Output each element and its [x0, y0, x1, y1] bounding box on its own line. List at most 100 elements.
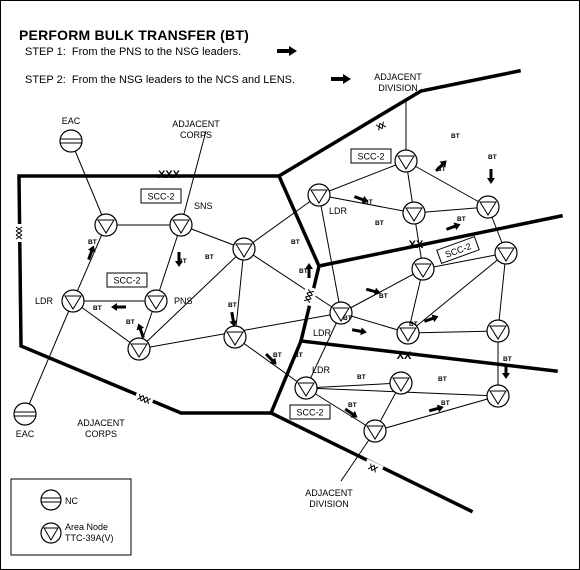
bt-label-16: BT	[357, 374, 366, 381]
bt-label-20: BT	[441, 400, 450, 407]
link-35	[305, 387, 376, 432]
label-eac-top: EAC	[62, 116, 81, 126]
link-17	[405, 160, 489, 208]
corps-line-sns	[180, 130, 207, 226]
step-2: STEP 2: From the NSG leaders to the NCS …	[25, 74, 295, 86]
link-28	[407, 330, 499, 334]
link-0	[70, 140, 107, 226]
label-adjacent-corps-bottom-2: CORPS	[85, 429, 117, 439]
link-15	[318, 194, 415, 214]
area-node-m1	[411, 257, 435, 281]
area-node-i4	[476, 195, 500, 219]
link-9	[138, 248, 245, 350]
link-6	[72, 300, 140, 350]
area-node-c2	[329, 301, 353, 325]
label-eac-bottom: EAC	[16, 429, 35, 439]
step-1-text: From the PNS to the NSG leaders.	[71, 46, 242, 58]
diagram-labels: EACEACADJACENTCORPSADJACENTCORPSADJACENT…	[16, 72, 512, 509]
nodes	[13, 129, 518, 443]
bt-arrow-16	[423, 314, 439, 323]
step-2-label: STEP 2:	[25, 74, 66, 86]
bt-arrow-11	[344, 407, 358, 418]
area-node-b1	[294, 376, 318, 400]
unit-boundaries	[17, 68, 564, 514]
boundary-1	[276, 68, 522, 179]
scc2-box-pns: SCC-2	[106, 272, 148, 288]
bt-arrows	[87, 46, 510, 418]
boundary-mark-4	[367, 463, 379, 473]
area-node-i3	[402, 201, 426, 225]
bt-arrow-5	[264, 352, 277, 365]
bt-label-23: BT	[375, 220, 384, 227]
bt-label-3: BT	[126, 319, 135, 326]
bt-arrow-9	[487, 169, 495, 184]
label-xx-upper: XX	[409, 239, 424, 251]
link-14	[318, 160, 407, 196]
label-sns: SNS	[194, 201, 213, 211]
bt-label-11: BT	[437, 166, 446, 173]
bt-arrow-8	[434, 160, 447, 173]
mark-bg-3	[370, 116, 392, 136]
bt-label-8: BT	[379, 293, 388, 300]
bt-label-13: BT	[291, 239, 300, 246]
label-adjacent-division-top-1: ADJACENT	[374, 72, 422, 82]
legend-nc-label: NC	[65, 496, 78, 506]
svg-text:SCC-2: SCC-2	[357, 152, 384, 162]
link-29	[340, 312, 409, 334]
page-title: PERFORM BULK TRANSFER (BT)	[19, 27, 249, 43]
bt-label-6: BT	[273, 352, 282, 359]
boundary-0	[17, 174, 321, 415]
legend-nc-icon	[40, 489, 62, 511]
link-31	[305, 382, 402, 389]
area-node-pns	[144, 289, 168, 313]
area-node-i1	[307, 183, 331, 207]
label-ldr-b1: LDR	[312, 365, 331, 375]
bt-arrow-2	[111, 303, 126, 311]
bt-label-19: BT	[438, 376, 447, 383]
bt-label-14: BT	[299, 268, 308, 275]
area-node-b3	[486, 384, 510, 408]
link-26	[407, 252, 507, 334]
area-node-c3	[223, 325, 247, 349]
bt-arrow-4	[229, 311, 238, 327]
link-18	[413, 206, 489, 214]
scc2-box-m2: SCC-2	[436, 235, 480, 265]
label-pns: PNS	[174, 296, 193, 306]
label-adjacent-corps-top-2: CORPS	[180, 130, 212, 140]
bt-arrow-10	[445, 222, 461, 231]
bt-label-22: BT	[343, 315, 352, 322]
svg-text:SCC-2: SCC-2	[147, 192, 174, 202]
bt-arrow-1	[175, 252, 183, 267]
step-2-text: From the NSG leaders to the NCS and LENS…	[71, 74, 296, 86]
boundary-2	[316, 213, 564, 269]
nc-node-eac-top	[59, 129, 83, 153]
area-node-i2	[394, 149, 418, 173]
bt-label-0: BT	[88, 239, 97, 246]
link-34	[374, 395, 499, 432]
step-1: STEP 1: From the PNS to the NSG leaders.	[25, 46, 241, 58]
bt-label-15: BT	[294, 352, 303, 359]
step-1-arrow	[277, 46, 297, 56]
link-13	[243, 248, 342, 314]
area-node-m3	[396, 321, 420, 345]
bt-label-21: BT	[503, 356, 512, 363]
bt-arrow-7	[365, 287, 381, 296]
link-12	[234, 248, 245, 338]
svg-text:SCC-2: SCC-2	[296, 408, 323, 418]
mark-bg-4	[362, 458, 384, 478]
area-node-b2	[389, 371, 413, 395]
boundary-mark-0	[15, 226, 23, 240]
link-11	[243, 194, 320, 250]
area-node-ldrL	[61, 289, 85, 313]
step-2-arrow	[331, 74, 351, 84]
step-1-label: STEP 1:	[25, 46, 66, 58]
link-23	[422, 252, 507, 270]
label-ldr-left: LDR	[35, 296, 54, 306]
bt-label-5: BT	[228, 302, 237, 309]
label-xx-lower: XX	[397, 350, 412, 362]
bt-label-17: BT	[348, 402, 357, 409]
area-node-c1	[232, 237, 256, 261]
svg-text:SCC-2: SCC-2	[113, 276, 140, 286]
